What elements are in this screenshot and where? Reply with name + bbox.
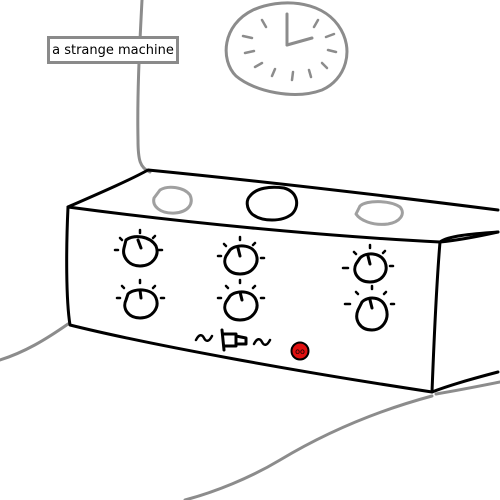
caption-text: a strange machine (52, 42, 174, 58)
lever-switch[interactable] (194, 328, 272, 352)
strange-machine[interactable]: oo (65, 168, 500, 394)
floor-line-left (0, 322, 70, 362)
knob-top-right[interactable] (341, 243, 395, 284)
wall-corner-line (136, 0, 152, 174)
clock-ticks (241, 18, 338, 82)
machine-right-edge (438, 230, 500, 244)
caption-label: a strange machine (47, 36, 179, 64)
knob-top-left[interactable] (113, 228, 164, 268)
top-pad-right[interactable] (354, 200, 404, 226)
machine-front-top-edge (66, 205, 500, 244)
floor-line-right (183, 394, 434, 500)
minute-hand (285, 36, 314, 47)
machine-top-face (66, 168, 500, 212)
clock-hands (285, 12, 314, 47)
top-pad-left[interactable] (152, 185, 193, 215)
knob-bottom-right[interactable] (343, 284, 396, 332)
blue-top-button[interactable] (245, 185, 299, 222)
floor-line-far-right (434, 380, 500, 396)
squiggle-right-icon (252, 338, 272, 346)
knob-bottom-middle[interactable] (216, 278, 266, 322)
red-button-label: oo (295, 347, 305, 356)
clock-face (224, 1, 349, 96)
red-button[interactable]: oo (290, 341, 310, 361)
machine-right-side (430, 370, 500, 394)
wall-clock[interactable] (224, 1, 349, 96)
squiggle-left-icon (194, 334, 214, 342)
knob-bottom-left[interactable] (115, 278, 166, 320)
knob-top-middle[interactable] (216, 235, 266, 276)
switch-body (220, 328, 248, 352)
machine-front-face (65, 205, 442, 394)
